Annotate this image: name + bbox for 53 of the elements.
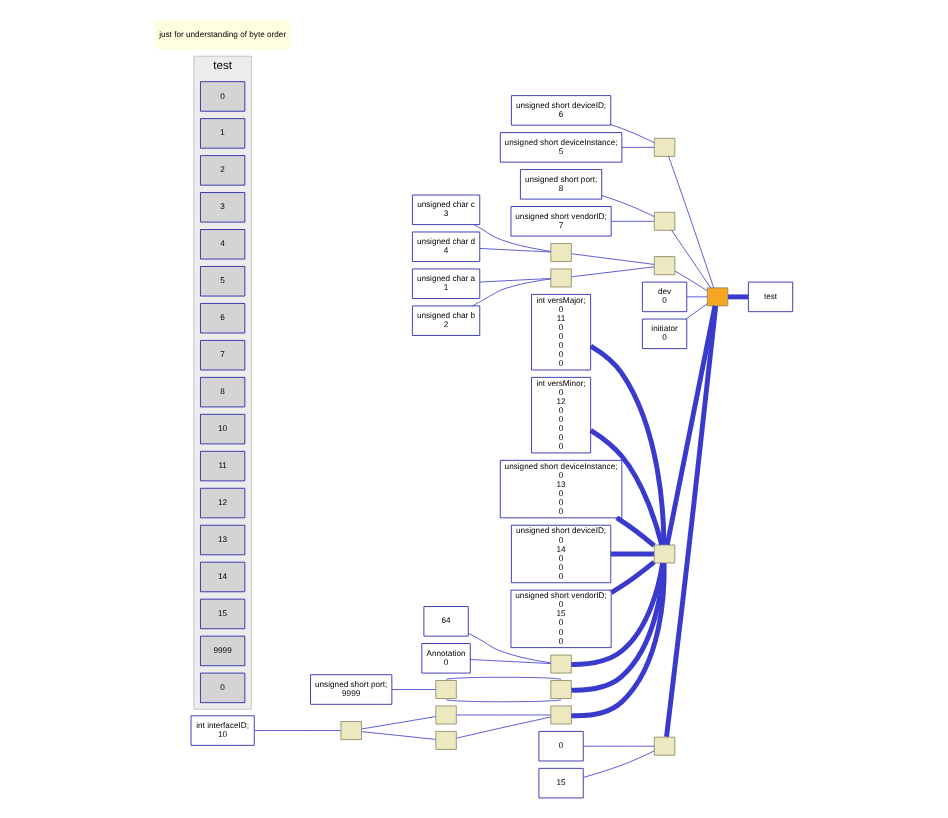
node-box — [435, 731, 457, 750]
connector — [601, 195, 655, 217]
connector — [664, 305, 718, 546]
connector — [254, 730, 342, 731]
connector — [391, 689, 436, 690]
node-box — [550, 268, 572, 288]
connector — [456, 716, 552, 739]
connector — [571, 563, 667, 719]
connector — [685, 303, 708, 320]
node-box — [550, 654, 572, 674]
connector — [589, 428, 665, 546]
connector — [571, 253, 655, 265]
connector — [589, 343, 667, 545]
connector — [479, 278, 552, 283]
node-box — [653, 256, 676, 276]
node-box — [435, 680, 457, 699]
node-box — [706, 287, 729, 307]
node-box — [653, 736, 676, 756]
connector — [728, 294, 749, 300]
connector — [583, 750, 655, 778]
connector — [583, 745, 655, 747]
node-box — [435, 705, 457, 725]
connector — [611, 551, 654, 557]
connector — [445, 676, 562, 681]
connector — [674, 270, 708, 292]
connector — [686, 296, 708, 298]
connector — [610, 124, 655, 144]
connector — [571, 563, 666, 693]
node-box — [340, 721, 362, 741]
node-box — [653, 544, 676, 564]
connector — [610, 220, 655, 222]
node-box — [550, 680, 572, 699]
node-box — [653, 211, 676, 231]
connector — [361, 716, 436, 730]
node-box — [550, 705, 572, 725]
connector — [571, 562, 665, 667]
connector — [610, 560, 656, 595]
node-box — [653, 137, 676, 157]
connector — [469, 659, 551, 664]
connector — [615, 515, 656, 548]
connector — [668, 156, 715, 289]
connector — [473, 224, 552, 252]
connector — [621, 146, 655, 148]
connector — [671, 230, 711, 289]
node-box — [550, 243, 572, 262]
connector — [479, 248, 552, 253]
connector — [571, 266, 655, 278]
connector — [664, 305, 719, 738]
connector — [472, 278, 552, 307]
connector — [468, 632, 552, 664]
connector — [361, 731, 436, 740]
connector — [456, 714, 551, 716]
connector — [445, 698, 562, 703]
